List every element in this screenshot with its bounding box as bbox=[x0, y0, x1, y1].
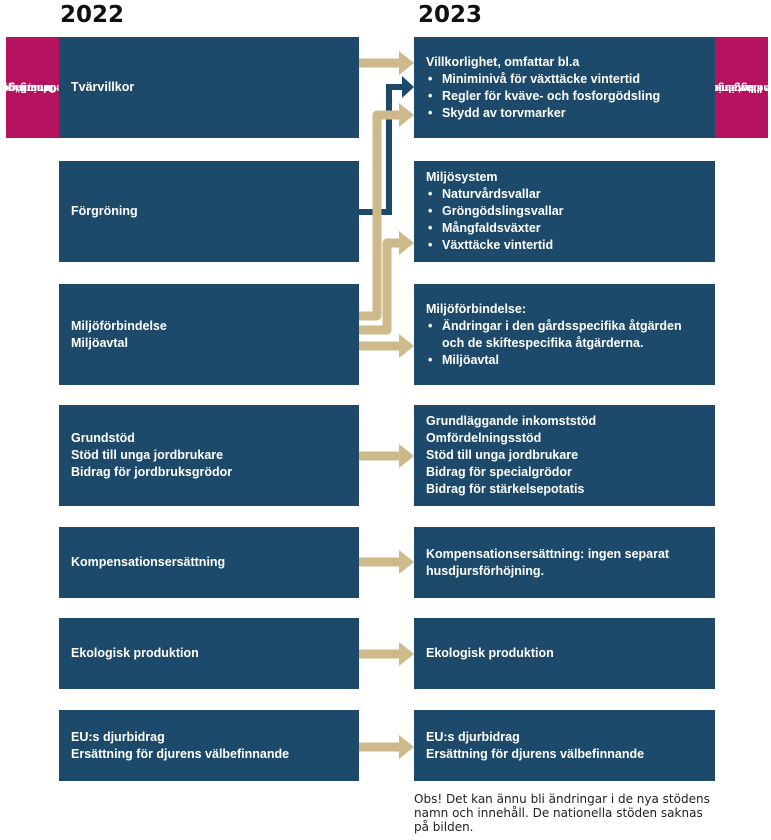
box-line: Ersättning för djurens välbefinnande bbox=[426, 746, 645, 761]
arrow-miljo-to-miljosystem bbox=[359, 238, 401, 335]
left-box-ekologisk: Ekologisk produktion bbox=[59, 618, 359, 689]
box-title: Villkorlighet, omfattar bl.a bbox=[426, 54, 580, 69]
box-line: Förgröning bbox=[71, 204, 138, 218]
right-box-ekologisk: Ekologisk produktion bbox=[414, 618, 715, 689]
bullet-item: Gröngödslingsvallar bbox=[426, 203, 703, 220]
box-line: EU:s djurbidrag bbox=[426, 729, 520, 744]
right-box-kompensation: Kompensationsersättning: ingen separat h… bbox=[414, 527, 715, 598]
arrow-miljo-to-villkorlighet bbox=[359, 110, 401, 321]
year-2022-heading: 2022 bbox=[60, 2, 125, 28]
left-box-forgroning: Förgröning bbox=[59, 161, 359, 262]
left-box-kompensation: Kompensationsersättning bbox=[59, 527, 359, 598]
arrowhead-dark bbox=[402, 76, 414, 98]
year-2023-heading: 2023 bbox=[418, 2, 483, 28]
gold-arrows bbox=[359, 58, 401, 752]
box-line: Bidrag för jordbruksgrödor bbox=[71, 465, 233, 479]
left-box-miljoforbindelse: Miljöförbindelse Miljöavtal bbox=[59, 284, 359, 385]
box-line: Kompensationsersättning: ingen separat h… bbox=[426, 546, 670, 578]
right-box-miljoforbindelse: Miljöförbindelse: Ändringar i den gårdss… bbox=[414, 284, 715, 385]
gold-arrowheads bbox=[399, 51, 414, 759]
box-line: Omfördelningsstöd bbox=[426, 431, 542, 445]
right-box-villkorlighet: Villkorlighet, omfattar bl.a Miniminivå … bbox=[414, 37, 715, 138]
bullet-item: Skydd av torvmarker bbox=[426, 105, 703, 122]
right-box-inkomststod: Grundläggande inkomststöd Omfördelningss… bbox=[414, 405, 715, 506]
arrowhead bbox=[399, 550, 414, 574]
arrowhead bbox=[399, 735, 414, 759]
bullet-item: Växttäcke vintertid bbox=[426, 237, 703, 254]
box-line: Grundläggande inkomststöd bbox=[426, 414, 597, 428]
box-line: EU:s djurbidrag bbox=[71, 729, 165, 744]
right-box-miljosystem: Miljösystem Naturvårdsvallar Gröngödslin… bbox=[414, 161, 715, 262]
bullet-item: Regler för kväve- och fosforgödsling bbox=[426, 88, 703, 105]
box-line: Miljöavtal bbox=[71, 335, 128, 350]
box-title: Miljösystem bbox=[426, 170, 498, 184]
arrowhead bbox=[399, 444, 414, 468]
box-line: Stöd till unga jordbrukare bbox=[71, 448, 224, 462]
arrowhead bbox=[399, 642, 414, 666]
box-line: Kompensationsersättning bbox=[71, 555, 226, 569]
box-line: Ersättning för djurens välbefinnande bbox=[71, 746, 290, 761]
box-line: Miljöförbindelse bbox=[71, 318, 167, 333]
box-line: Grundstöd bbox=[71, 431, 135, 445]
bullet-item: Ändringar i den gårdsspecifika åtgärden … bbox=[426, 318, 703, 352]
left-box-tvarvillkor: Tvärvillkor bbox=[59, 37, 359, 138]
bullet-item: Miniminivå för växttäcke vintertid bbox=[426, 71, 703, 88]
right-side-label: Grundläggan- de krav, ingen betalning bbox=[715, 37, 768, 138]
box-line: Bidrag för specialgrödor bbox=[426, 465, 572, 479]
right-box-djurbidrag: EU:s djurbidrag Ersättning för djurens v… bbox=[414, 710, 715, 781]
box-line: Ekologisk produktion bbox=[426, 646, 554, 660]
arrowhead bbox=[399, 51, 414, 75]
bullet-item: Miljöavtal bbox=[426, 352, 703, 369]
arrowhead bbox=[399, 231, 414, 255]
arrowhead bbox=[399, 103, 414, 127]
box-line: Bidrag för stärkelsepotatis bbox=[426, 482, 585, 496]
left-box-djurbidrag: EU:s djurbidrag Ersättning för djurens v… bbox=[59, 710, 359, 781]
box-line: Stöd till unga jordbrukare bbox=[426, 448, 579, 462]
box-title: Miljöförbindelse: bbox=[426, 301, 526, 316]
left-box-grundstod: Grundstöd Stöd till unga jordbrukare Bid… bbox=[59, 405, 359, 506]
footnote: Obs! Det kan ännu bli ändringar i de nya… bbox=[414, 792, 710, 834]
left-side-label: Grundläggan- de krav, ingen betalning bbox=[6, 37, 59, 138]
arrowhead bbox=[399, 334, 414, 358]
bullet-item: Mångfaldsväxter bbox=[426, 220, 703, 237]
box-line: Tvärvillkor bbox=[71, 80, 135, 94]
bullet-item: Naturvårdsvallar bbox=[426, 186, 703, 203]
box-line: Ekologisk produktion bbox=[71, 646, 199, 660]
